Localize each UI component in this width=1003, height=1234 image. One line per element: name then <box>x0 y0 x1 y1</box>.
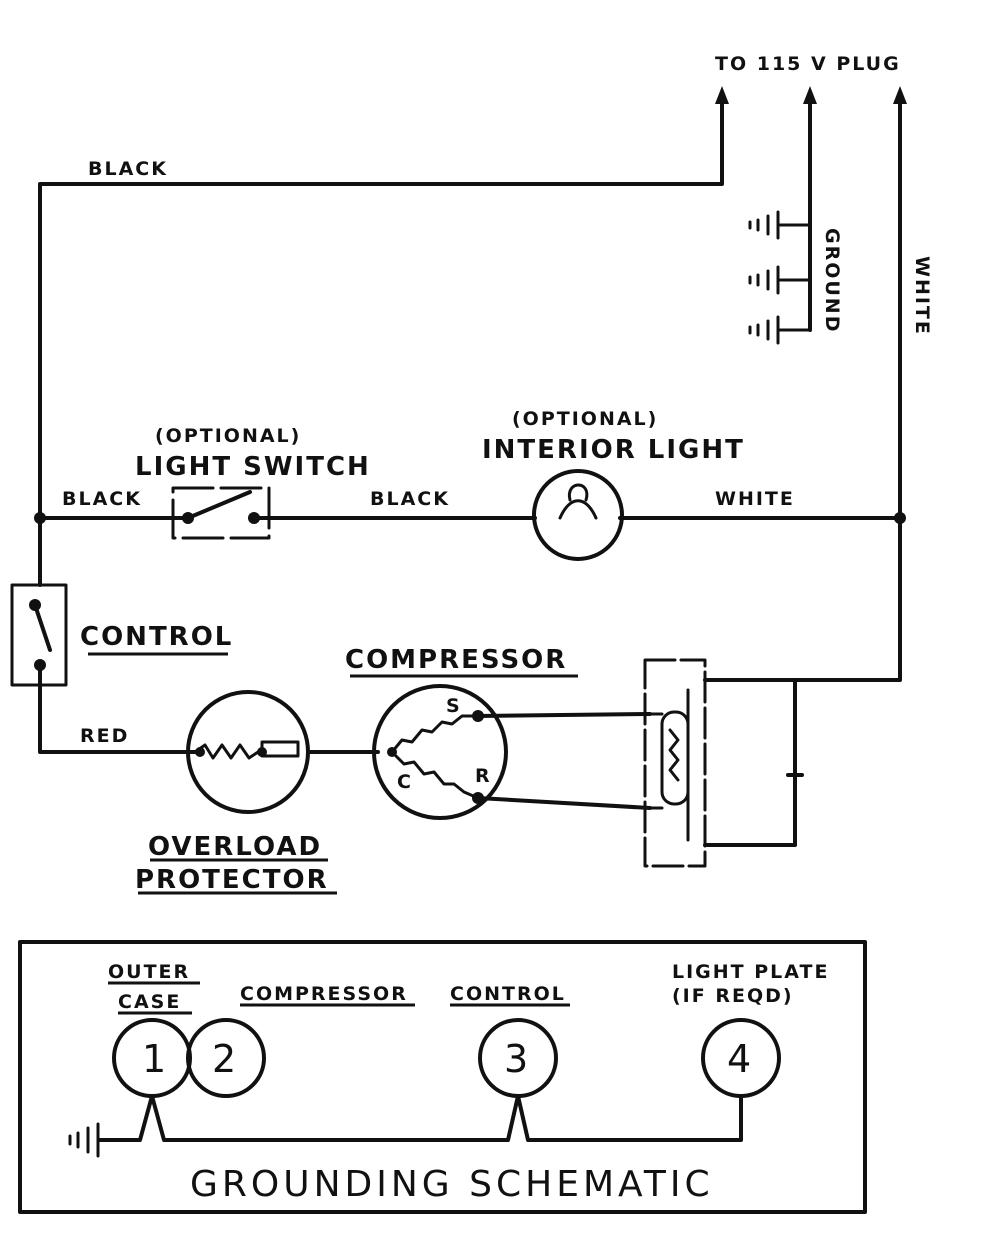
ground-point-3: 3 <box>478 1018 558 1098</box>
compressor-label: COMPRESSOR <box>345 645 567 675</box>
supply-label: TO 115 V PLUG <box>715 53 901 75</box>
ground-icon-1 <box>748 210 780 240</box>
grounding-schematic <box>18 940 867 1214</box>
light-switch-note: (OPTIONAL) <box>155 425 301 447</box>
compressor-terminal-r: R <box>475 765 492 787</box>
white-vertical-label: WHITE <box>911 256 933 336</box>
ground-point-2: 2 <box>186 1018 266 1098</box>
ground-symbols <box>748 210 812 345</box>
red-label: RED <box>80 725 129 747</box>
ground-point-4-label-2: (IF REQD) <box>672 985 794 1007</box>
plug-arrow-ground <box>803 86 817 332</box>
ground-icon-4 <box>68 1122 100 1158</box>
ground-point-4-label-1: LIGHT PLATE <box>672 961 829 983</box>
ground-bus <box>68 1094 743 1158</box>
ground-point-1-label-2: CASE <box>118 991 181 1013</box>
ground-point-3-number: 3 <box>504 1037 528 1081</box>
start-relay <box>643 658 707 868</box>
ground-label: GROUND <box>821 228 843 333</box>
ground-icon-3 <box>748 315 780 345</box>
overload-protector <box>186 690 310 814</box>
compressor-terminal-c: C <box>397 771 413 793</box>
ground-icon-2 <box>748 265 780 295</box>
light-switch <box>171 486 271 540</box>
compressor-terminal-s: S <box>446 695 462 717</box>
control-switch <box>10 583 68 687</box>
white-mid-label: WHITE <box>715 488 795 510</box>
ground-point-2-label: COMPRESSOR <box>240 983 408 1005</box>
ground-point-1-label-1: OUTER <box>108 961 190 983</box>
black-supply-wire <box>38 178 724 520</box>
ground-point-1-number: 1 <box>142 1037 166 1081</box>
grounding-title: GROUNDING SCHEMATIC <box>190 1164 714 1205</box>
plug-arrow-neutral <box>893 86 907 520</box>
interior-light <box>532 469 624 561</box>
interior-light-note: (OPTIONAL) <box>512 408 658 430</box>
ground-point-1: 1 <box>112 1018 192 1098</box>
ground-point-4: 4 <box>701 1018 781 1098</box>
black-mid-label: BLACK <box>370 488 450 510</box>
ground-point-4-number: 4 <box>727 1037 751 1081</box>
overload-label-2: PROTECTOR <box>135 865 329 895</box>
black-left-label: BLACK <box>62 488 142 510</box>
light-switch-label: LIGHT SWITCH <box>135 452 371 482</box>
interior-light-label: INTERIOR LIGHT <box>482 435 745 465</box>
ground-point-2-number: 2 <box>212 1037 236 1081</box>
ground-point-3-label: CONTROL <box>450 983 566 1005</box>
overload-label-1: OVERLOAD <box>148 832 322 862</box>
black-top-label: BLACK <box>88 158 168 180</box>
control-label: CONTROL <box>80 622 233 652</box>
plug-arrow-hot <box>715 86 729 182</box>
